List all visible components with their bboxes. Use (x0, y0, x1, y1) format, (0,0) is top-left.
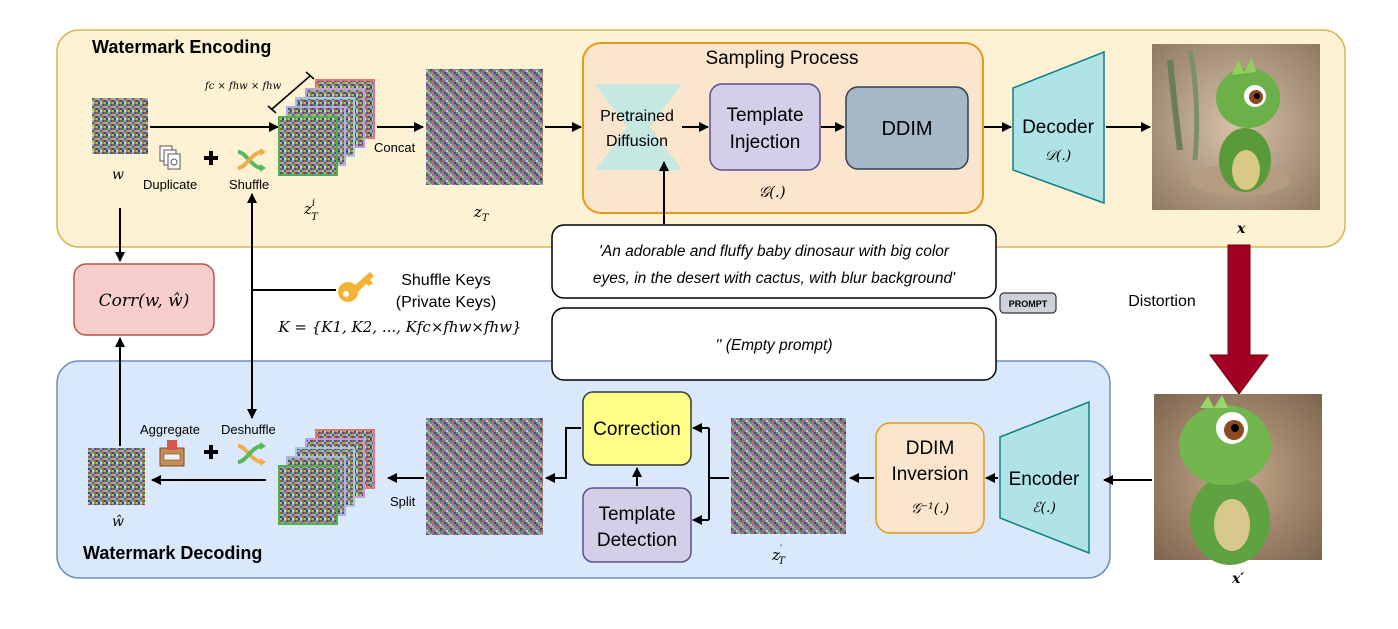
pretrained-label-1: Pretrained (600, 108, 674, 125)
ginv-label: 𝒢⁻¹(.) (911, 501, 949, 517)
sampling-title: Sampling Process (705, 48, 858, 69)
zt-prime-label: z′T (771, 544, 786, 567)
plus-icon (204, 151, 218, 165)
template-detection-box (582, 487, 692, 563)
ddim-label: DDIM (881, 118, 932, 140)
template-injection-label-1: Template (726, 105, 803, 126)
ballot-box-icon (159, 440, 185, 467)
prompt-badge-icon: PROMPT (999, 292, 1057, 314)
detection-label-2: Detection (597, 530, 677, 551)
what-label: ŵ (112, 514, 124, 530)
keys-label-2: (Private Keys) (396, 294, 496, 311)
correction-label: Correction (593, 419, 681, 440)
concat-label: Concat (374, 140, 416, 155)
pretrained-diffusion-shape (595, 84, 682, 170)
split-noise-image (426, 418, 543, 535)
corr-label: Corr(w, ŵ) (99, 291, 190, 311)
template-injection-box (709, 83, 821, 171)
ddim-inversion-box (875, 422, 985, 534)
duplicate-label: Duplicate (143, 177, 197, 192)
generated-image-x (1152, 44, 1320, 210)
encoding-title: Watermark Encoding (92, 37, 271, 57)
decoder-sub-label: 𝒟(.) (1045, 148, 1072, 164)
deshuffle-icon (237, 442, 266, 466)
corr-box (73, 263, 215, 336)
ddim-box (845, 86, 969, 170)
empty-prompt-box (551, 307, 997, 381)
what-noise-image (88, 448, 145, 505)
shuffle-label: Shuffle (229, 177, 269, 192)
g-label: 𝒢(.) (758, 183, 785, 201)
decoding-title: Watermark Decoding (83, 543, 262, 563)
encoder-shape (999, 400, 1090, 555)
prompt-line-1: 'An adorable and fluffy baby dinosaur wi… (599, 243, 950, 260)
distortion-arrow (1209, 244, 1269, 395)
template-injection-label-2: Injection (730, 132, 801, 153)
prompt-line-2: eyes, in the desert with cactus, with bl… (593, 270, 956, 287)
encoder-label: Encoder (1009, 469, 1080, 490)
empty-prompt-label: '' (Empty prompt) (715, 337, 832, 354)
decoding-stack (278, 429, 375, 525)
distorted-image-xprime (1154, 394, 1322, 565)
pretrained-label-2: Diffusion (606, 133, 668, 150)
inversion-label-1: DDIM (906, 438, 955, 459)
decoder-shape (1012, 50, 1105, 205)
decoder-label: Decoder (1022, 117, 1094, 138)
aggregate-label: Aggregate (140, 422, 200, 437)
duplicate-icon (159, 145, 181, 170)
shuffle-icon (237, 148, 266, 172)
keys-label-1: Shuffle Keys (401, 272, 491, 289)
prompt-text-box (551, 224, 997, 299)
deshuffle-label: Deshuffle (221, 422, 276, 437)
detection-label-1: Template (598, 504, 675, 525)
correction-box (582, 391, 692, 466)
key-icon (338, 272, 374, 302)
keys-formula: K = {K1, K2, ..., Kfc×fhw×fhw} (277, 318, 521, 336)
zti-stack (278, 79, 375, 176)
xprime-label: x′ (1231, 571, 1244, 587)
dims-label: fc × fhw × fhw (204, 81, 282, 92)
inversion-label-2: Inversion (891, 464, 968, 485)
w-noise-image (92, 98, 148, 154)
distortion-label: Distortion (1128, 293, 1196, 310)
split-label: Split (390, 494, 416, 509)
encoder-sub-label: ℰ(.) (1032, 500, 1056, 516)
w-label: w (112, 167, 124, 183)
svg-text:PROMPT: PROMPT (1009, 299, 1048, 309)
x-label: x (1236, 221, 1246, 237)
zt-prime-noise-image (731, 418, 846, 534)
zt-label: zT (473, 203, 490, 224)
zt-noise-image (426, 69, 543, 185)
plus-icon-decoding (204, 445, 218, 459)
